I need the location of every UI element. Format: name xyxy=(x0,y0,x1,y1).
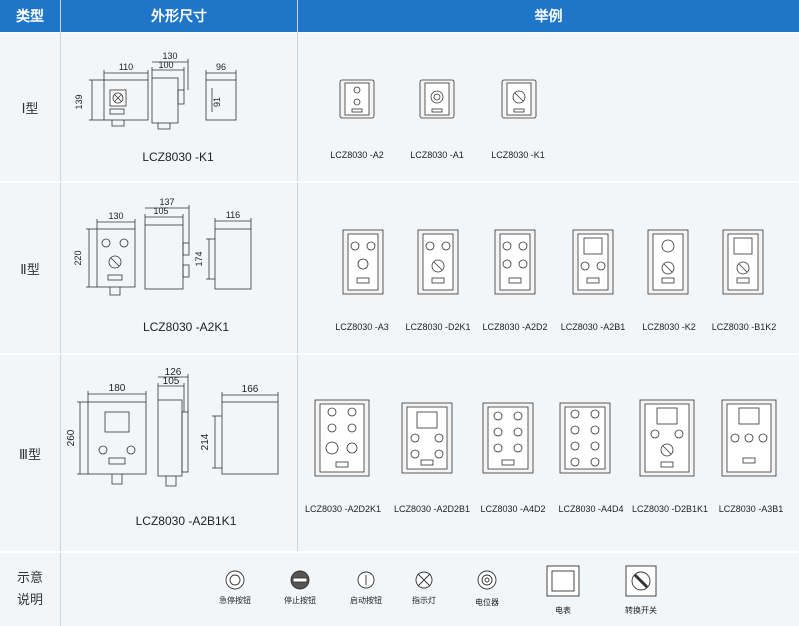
row-sep-3 xyxy=(0,551,799,553)
dim-back-height: 214 xyxy=(200,433,211,450)
drawing-caption-type2: LCZ8030 -A2K1 xyxy=(142,320,230,334)
row-sep-2 xyxy=(0,353,799,355)
legend-selector-switch: 转换开关 xyxy=(625,606,657,615)
example-label-2-4: LCZ8030 -A2B1 xyxy=(560,322,626,332)
dim-side-body: 100 xyxy=(158,60,173,70)
dim-side-body: 105 xyxy=(153,206,168,216)
legend-label-line2: 说明 xyxy=(16,592,43,608)
example-label-1-1: LCZ8030 -A2 xyxy=(330,150,384,160)
example-label-3-5: LCZ8030 -D2B1K1 xyxy=(631,504,709,514)
dim-front-height: 260 xyxy=(66,429,77,446)
dim-front-width: 110 xyxy=(119,62,133,72)
header-examples: 举例 xyxy=(298,0,799,32)
dimension-drawing-type1: 110 139 130 100 96 91 xyxy=(74,51,237,130)
row-label-legend: 示意 说明 xyxy=(0,553,60,626)
dim-back-height: 174 xyxy=(194,251,204,266)
dim-side-total: 126 xyxy=(165,367,182,378)
dimension-drawing-type2: 130 220 137 105 116 174 xyxy=(73,197,252,296)
dim-front-width: 180 xyxy=(109,383,126,394)
row-label-type1: Ⅰ型 xyxy=(21,101,39,117)
row-label-type2: Ⅱ型 xyxy=(20,262,40,278)
header-type: 类型 xyxy=(0,0,60,32)
dim-back-width: 96 xyxy=(216,62,226,72)
front-view-outline xyxy=(103,79,149,121)
example-label-2-5: LCZ8030 -K2 xyxy=(642,322,696,332)
example-label-3-3: LCZ8030 -A4D2 xyxy=(480,504,546,514)
header-dimensions: 外形尺寸 xyxy=(61,0,297,32)
col-sep-1 xyxy=(60,0,61,626)
legend-label-line1: 示意 xyxy=(16,570,43,586)
legend-emergency-stop: 急停按钮 xyxy=(219,596,251,605)
row-sep-1 xyxy=(0,181,799,183)
dim-front-width: 130 xyxy=(108,211,123,221)
example-label-2-6: LCZ8030 -B1K2 xyxy=(711,322,777,332)
example-label-3-2: LCZ8030 -A2D2B1 xyxy=(393,504,471,514)
dim-side-body: 105 xyxy=(163,376,180,387)
row-bg-1 xyxy=(0,33,799,181)
dim-front-height: 139 xyxy=(74,94,84,109)
dimension-drawing-type3: 180 260 126 105 166 214 xyxy=(66,367,279,487)
example-label-3-1: LCZ8030 -A2D2K1 xyxy=(304,504,382,514)
example-label-3-4: LCZ8030 -A4D4 xyxy=(558,504,624,514)
example-label-2-3: LCZ8030 -A2D2 xyxy=(482,322,548,332)
start-button-icon xyxy=(357,571,375,589)
examples-type2 xyxy=(342,229,764,295)
dim-back-width: 116 xyxy=(226,210,240,220)
dim-back-height: 91 xyxy=(212,97,222,107)
example-label-1-2: LCZ8030 -A1 xyxy=(410,150,464,160)
stop-button-icon xyxy=(290,570,310,590)
drawing-caption-type3: LCZ8030 -A2B1K1 xyxy=(135,514,237,528)
legend-start-button: 启动按钮 xyxy=(350,596,382,605)
legend-symbols xyxy=(225,565,657,597)
example-label-2-1: LCZ8030 -A3 xyxy=(335,322,389,332)
col-sep-2 xyxy=(297,0,298,553)
example-label-3-6: LCZ8030 -A3B1 xyxy=(718,504,784,514)
legend-stop-button: 停止按钮 xyxy=(284,596,316,605)
emergency-stop-icon xyxy=(225,570,245,590)
drawing-caption-type1: LCZ8030 -K1 xyxy=(142,150,214,164)
legend-potentiometer: 电位器 xyxy=(475,598,499,607)
legend-indicator-light: 指示灯 xyxy=(412,596,436,605)
selector-switch-icon xyxy=(625,565,657,597)
example-label-1-3: LCZ8030 -K1 xyxy=(491,150,545,160)
legend-meter: 电表 xyxy=(555,606,571,615)
potentiometer-icon xyxy=(477,570,497,590)
indicator-light-icon xyxy=(415,571,433,589)
dim-front-height: 220 xyxy=(73,250,83,265)
dim-back-width: 166 xyxy=(242,384,259,395)
meter-icon xyxy=(546,565,580,597)
row-bg-legend xyxy=(0,553,799,626)
row-label-type3: Ⅲ型 xyxy=(19,447,41,463)
dim-side-total: 130 xyxy=(162,51,177,61)
examples-type1 xyxy=(339,79,537,119)
dim-side-total: 137 xyxy=(159,197,174,207)
examples-type3 xyxy=(314,399,777,477)
example-label-2-2: LCZ8030 -D2K1 xyxy=(405,322,471,332)
